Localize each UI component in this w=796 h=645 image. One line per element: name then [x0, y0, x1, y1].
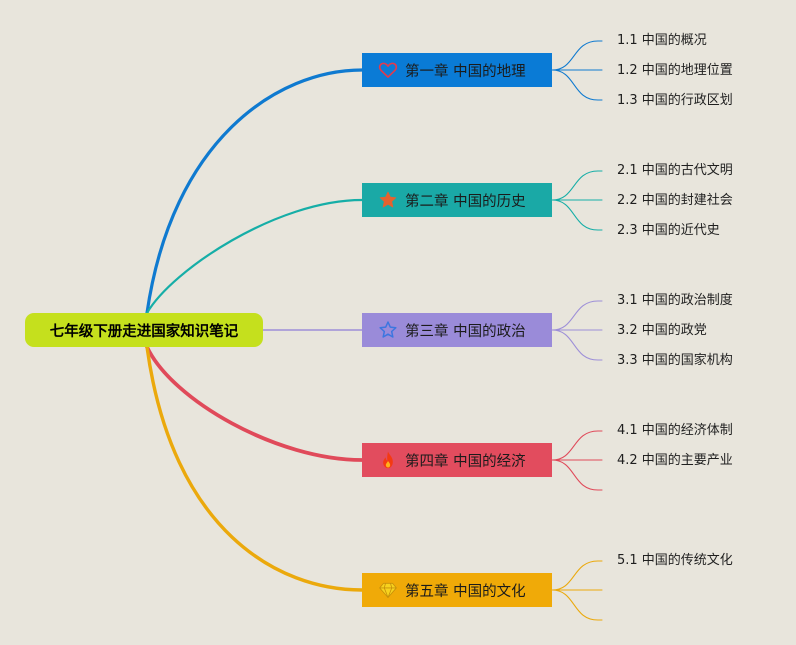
- chapter-culture[interactable]: 第五章 中国的文化: [362, 573, 552, 607]
- chapter-label: 第五章 中国的文化: [405, 583, 526, 600]
- leaf-line: [551, 300, 603, 331]
- branch-line: [145, 345, 364, 462]
- leaf-line: [551, 430, 603, 461]
- chapter-politics[interactable]: 第三章 中国的政治: [362, 313, 552, 347]
- leaf-line: [551, 199, 603, 231]
- subtopic-3-2[interactable]: 3.2 中国的政党: [617, 323, 707, 338]
- subtopic-2-3[interactable]: 2.3 中国的近代史: [617, 223, 720, 238]
- chapter-history[interactable]: 第二章 中国的历史: [362, 183, 552, 217]
- star-filled-icon: [378, 190, 398, 210]
- branch-line: [145, 198, 364, 315]
- chapter-label: 第一章 中国的地理: [405, 63, 526, 80]
- subtopic-3-3[interactable]: 3.3 中国的国家机构: [617, 353, 733, 368]
- chapter-label: 第二章 中国的历史: [405, 193, 526, 210]
- leaf-line: [551, 560, 603, 591]
- chapter-geography[interactable]: 第一章 中国的地理: [362, 53, 552, 87]
- fire-icon: [378, 450, 398, 470]
- chapter-economy[interactable]: 第四章 中国的经济: [362, 443, 552, 477]
- subtopic-2-1[interactable]: 2.1 中国的古代文明: [617, 163, 733, 178]
- leaf-line: [551, 459, 603, 491]
- heart-icon: [378, 60, 398, 80]
- diamond-icon: [378, 580, 398, 600]
- leaf-line: [551, 69, 603, 101]
- subtopic-4-2[interactable]: 4.2 中国的主要产业: [617, 453, 733, 468]
- branch-line: [145, 68, 364, 315]
- root-topic-label: 七年级下册走进国家知识笔记: [49, 323, 239, 340]
- root-topic[interactable]: 七年级下册走进国家知识笔记: [25, 313, 263, 347]
- subtopic-1-1[interactable]: 1.1 中国的概况: [617, 33, 707, 48]
- subtopic-5-1[interactable]: 5.1 中国的传统文化: [617, 553, 733, 568]
- subtopic-3-1[interactable]: 3.1 中国的政治制度: [617, 293, 733, 308]
- leaf-line: [551, 40, 603, 71]
- subtopic-1-3[interactable]: 1.3 中国的行政区划: [617, 93, 733, 108]
- branch-line: [145, 345, 364, 592]
- chapter-label: 第四章 中国的经济: [405, 453, 526, 470]
- leaf-line: [551, 589, 603, 621]
- subtopic-2-2[interactable]: 2.2 中国的封建社会: [617, 193, 733, 208]
- leaf-line: [551, 329, 603, 361]
- subtopic-1-2[interactable]: 1.2 中国的地理位置: [617, 63, 733, 78]
- leaf-line: [551, 170, 603, 201]
- subtopic-4-1[interactable]: 4.1 中国的经济体制: [617, 423, 733, 438]
- chapter-label: 第三章 中国的政治: [405, 323, 526, 340]
- star-outline-icon: [378, 320, 398, 340]
